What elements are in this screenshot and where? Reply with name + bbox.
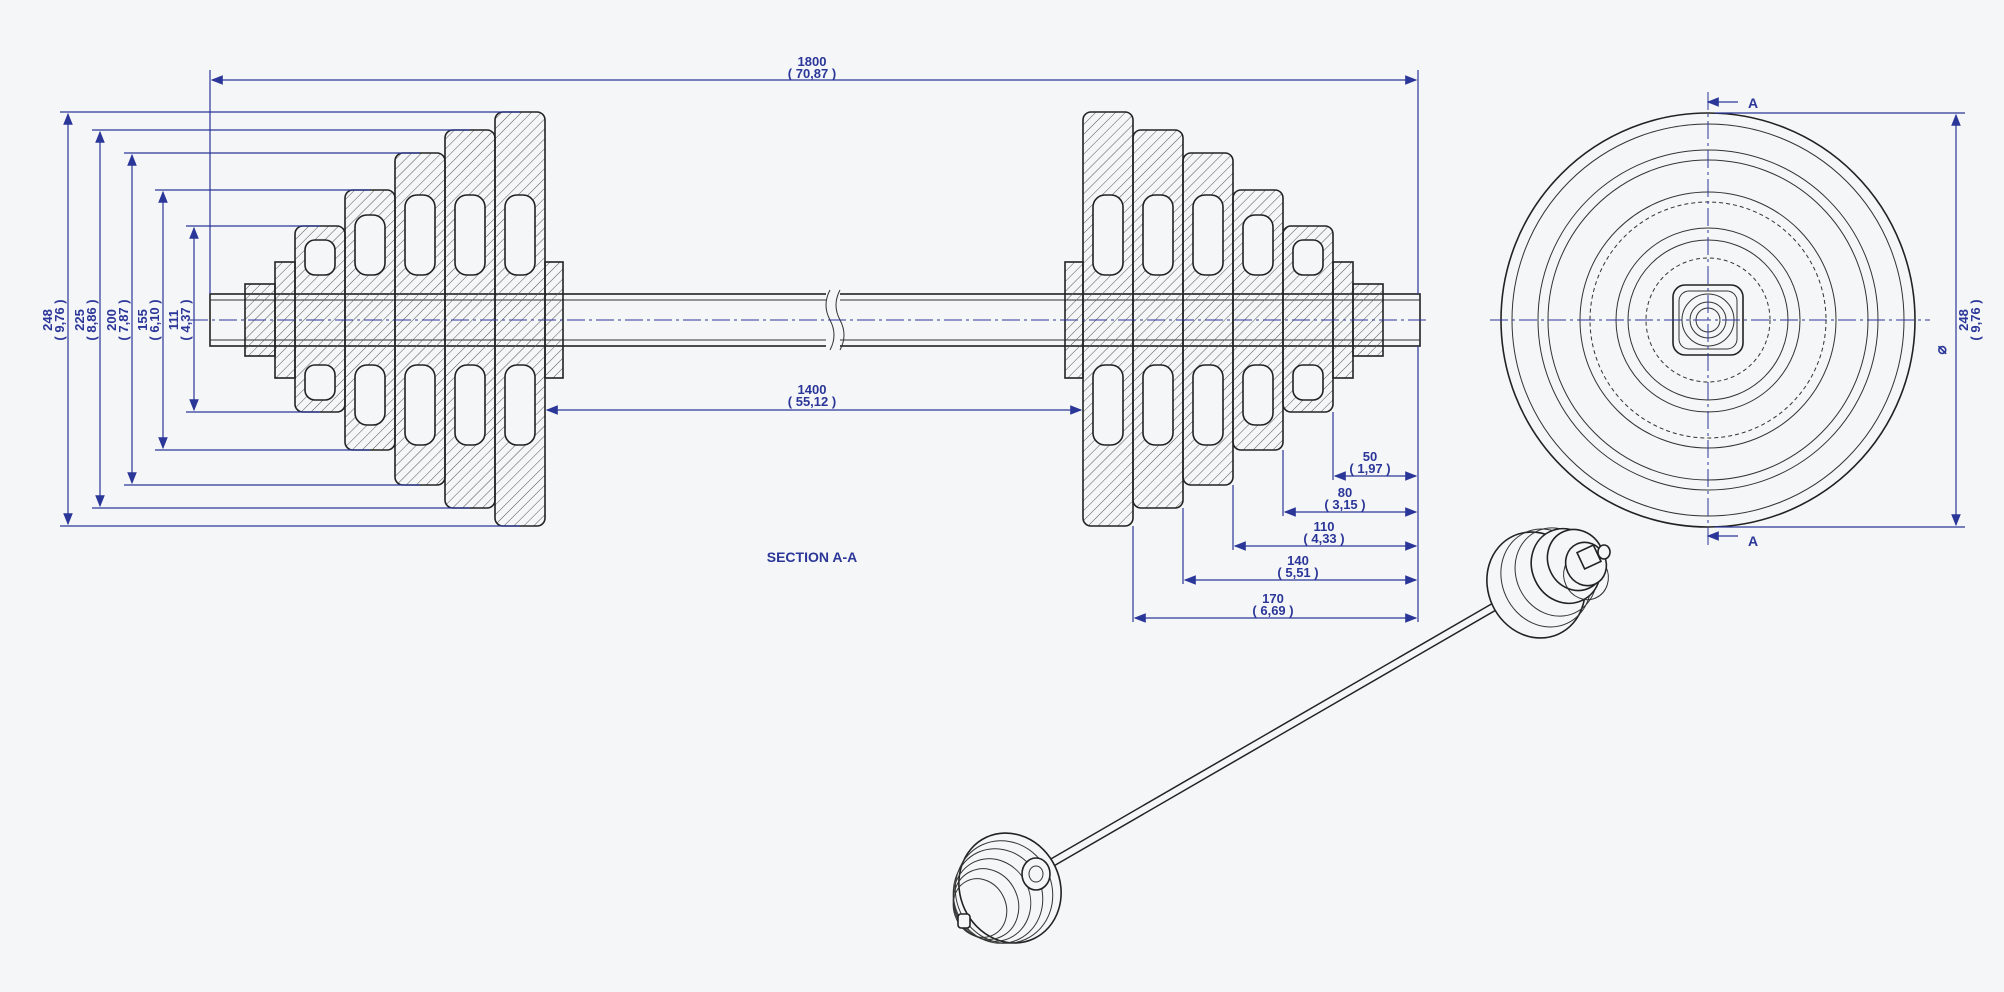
right-plate-225 [1132,129,1184,509]
dim-height-200-in: ( 7,87 ) [116,299,131,340]
left-plate-248 [494,111,546,527]
dim-height-225-in: ( 8,86 ) [84,299,99,340]
dimensions: 1800 ( 70,87 ) 1400 ( 55,12 ) 248 ( 9,76… [40,54,1419,623]
svg-text:A: A [1748,533,1758,549]
dim-width-80-mm: 80 [1338,485,1352,500]
iso-right-plates [1486,527,1611,639]
iso-left-plates [952,832,1062,944]
dim-height-155-in: ( 6,10 ) [147,299,162,340]
dim-height-111-in: ( 4,37 ) [178,299,193,340]
right-plate-248 [1082,111,1134,527]
dim-width-50-in: ( 1,97 ) [1349,461,1390,476]
right-plate-stack [1064,111,1384,527]
side-view: A A ⌀ 248 ( 9,76 ) [1490,92,1983,549]
dim-height-200-mm: 200 [104,309,119,331]
dim-overall-in: ( 70,87 ) [788,66,836,81]
svg-text:⌀: ⌀ [1933,345,1950,354]
dim-width-80-in: ( 3,15 ) [1324,497,1365,512]
left-plate-225 [444,129,496,509]
dim-width-50-mm: 50 [1363,449,1377,464]
section-title: SECTION A-A [767,549,857,565]
dim-diameter-in: ( 9,76 ) [1968,299,1983,340]
dim-width-110-in: ( 4,33 ) [1303,531,1344,546]
dim-width-170-mm: 170 [1262,591,1284,606]
dim-overall-length: 1800 ( 70,87 ) [209,54,1419,294]
dim-stack-widths: 50 ( 1,97 ) 80 ( 3,15 ) 110 ( 4,33 ) 140… [1132,346,1419,623]
dim-inner-length: 1400 ( 55,12 ) [545,382,1083,415]
dim-width-140-in: ( 5,51 ) [1277,565,1318,580]
dim-plate-heights: 248 ( 9,76 ) 225 ( 8,86 ) 200 ( 7,87 ) 1… [40,111,520,527]
dim-height-155-mm: 155 [135,309,150,331]
dim-height-111-mm: 111 [166,310,181,330]
dim-height-248-mm: 248 [40,309,55,331]
section-marker-bottom: A [1706,531,1758,549]
dim-inner-mm: 1400 [798,382,827,397]
section-view [190,111,1430,527]
dim-diameter-mm: 248 [1956,309,1971,331]
dim-height-225-mm: 225 [72,309,87,331]
dim-height-248-in: ( 9,76 ) [52,299,67,340]
isometric-view [952,527,1611,944]
dim-width-110-mm: 110 [1314,519,1335,534]
svg-text:A: A [1748,95,1758,111]
dim-width-170-in: ( 6,69 ) [1252,603,1293,618]
dim-side-diameter: ⌀ 248 ( 9,76 ) [1715,112,1983,528]
dim-inner-in: ( 55,12 ) [788,394,836,409]
section-marker-top: A [1706,95,1758,111]
dim-overall-mm: 1800 [798,54,827,69]
left-plate-stack [244,111,564,527]
dim-width-140-mm: 140 [1287,553,1309,568]
